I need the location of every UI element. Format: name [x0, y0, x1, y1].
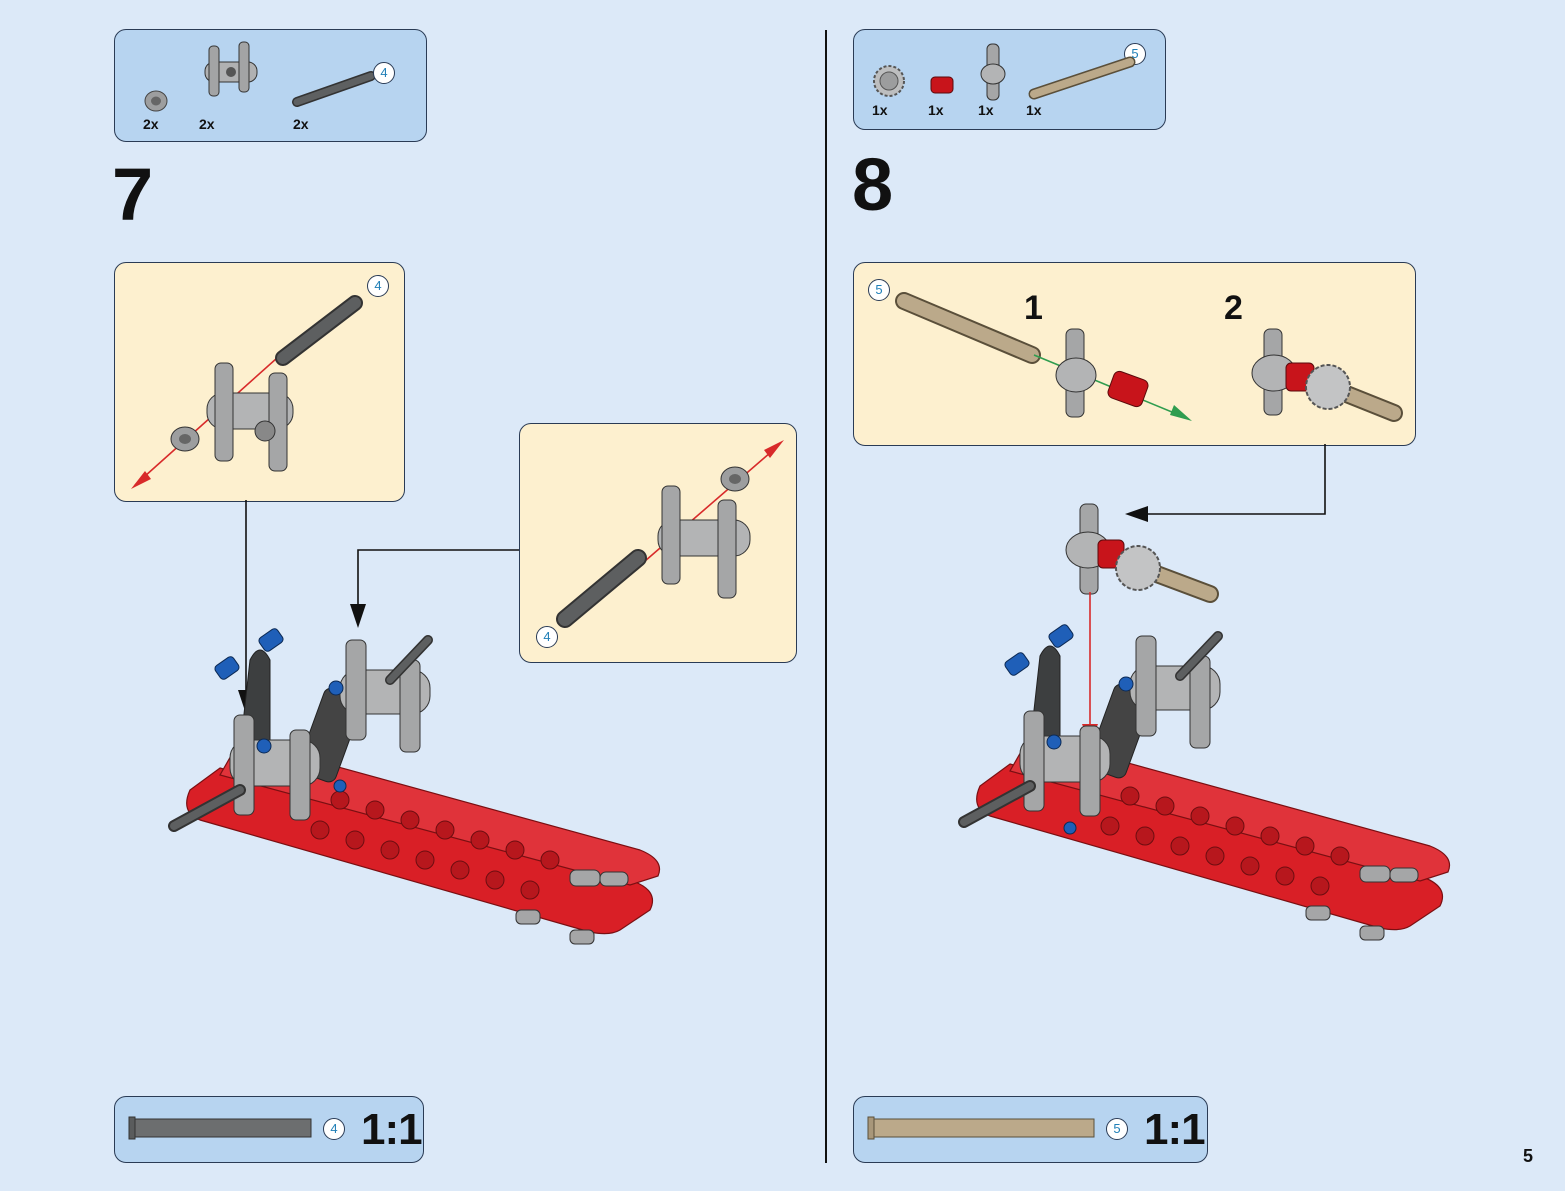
step8-number: 8	[852, 143, 894, 226]
red-bush-icon	[930, 76, 954, 94]
step7-scale-ratio: 1:1	[361, 1105, 423, 1154]
gear-icon	[873, 65, 905, 97]
axle-5-icon	[1028, 56, 1136, 100]
page-divider	[825, 30, 827, 1163]
callout-right-assembly	[556, 440, 784, 628]
callout-left-assembly	[131, 295, 363, 489]
part-qty: 2x	[143, 116, 159, 132]
step8-scale-ratio: 1:1	[1144, 1105, 1206, 1154]
axle-5-scale-icon	[867, 1116, 1095, 1140]
bush-icon	[144, 90, 168, 112]
step8-callout-assembly	[895, 292, 1403, 422]
axle-connector-icon	[980, 43, 1006, 101]
page-number: 5	[1523, 1146, 1534, 1166]
part-qty: 1x	[928, 102, 944, 118]
step7-parts-badge: 4	[373, 62, 395, 84]
substep-1-number: 1	[1024, 289, 1043, 327]
step7-main-model	[168, 500, 661, 945]
substep-2-number: 2	[1224, 289, 1243, 327]
part-qty: 1x	[978, 102, 994, 118]
step7-callout-left: 4	[114, 262, 405, 502]
step8-scale-badge: 5	[1106, 1118, 1128, 1140]
step8-callout: 5 1 2	[853, 262, 1416, 446]
step7-parts-box: 4 2x 2x 2x	[114, 29, 427, 142]
step7-callout-right-badge: 4	[536, 626, 558, 648]
part-qty: 1x	[1026, 102, 1042, 118]
step8-parts-box: 5 1x 1x 1x 1x	[853, 29, 1166, 130]
cross-block-icon	[204, 41, 258, 97]
step7-scale-box: 4 1:1	[114, 1096, 424, 1163]
step8-scale-box: 5 1:1	[853, 1096, 1208, 1163]
axle-4-icon	[292, 71, 376, 107]
step7-number: 7	[112, 153, 154, 236]
step8-main-model	[958, 444, 1451, 941]
axle-4-scale-icon	[128, 1116, 312, 1140]
step8-callout-badge: 5	[868, 279, 890, 301]
step7-callout-left-badge: 4	[367, 275, 389, 297]
part-qty: 1x	[872, 102, 888, 118]
step7-scale-badge: 4	[323, 1118, 345, 1140]
step7-callout-right: 4	[519, 423, 797, 663]
part-qty: 2x	[199, 116, 215, 132]
part-qty: 2x	[293, 116, 309, 132]
